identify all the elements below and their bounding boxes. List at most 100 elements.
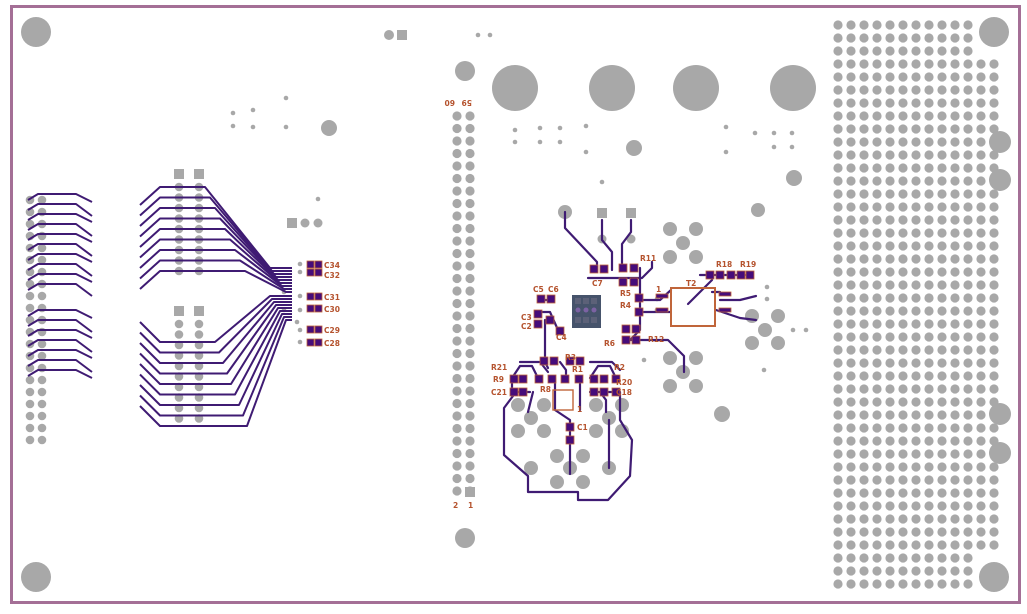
tht-pad xyxy=(550,475,564,489)
grid-pad xyxy=(950,566,960,576)
grid-pad xyxy=(833,46,843,56)
grid-pad xyxy=(859,371,869,381)
small-via xyxy=(583,123,589,129)
via xyxy=(455,61,475,81)
grid-pad xyxy=(989,163,999,173)
header-pad xyxy=(452,186,462,196)
fanout-trace xyxy=(27,263,93,277)
tht-pad xyxy=(745,336,759,350)
grid-pad xyxy=(937,176,947,186)
fanout-trace xyxy=(27,369,93,379)
grid-pad xyxy=(859,33,869,43)
grid-pad xyxy=(976,215,986,225)
trace xyxy=(502,390,634,502)
grid-pad xyxy=(976,527,986,537)
trace xyxy=(620,218,633,272)
grid-pad xyxy=(885,514,895,524)
grid-pad xyxy=(937,124,947,134)
grid-pad xyxy=(846,163,856,173)
grid-pad xyxy=(911,527,921,537)
grid-pad xyxy=(885,254,895,264)
via xyxy=(989,131,1011,153)
grid-pad xyxy=(833,137,843,147)
grid-pad xyxy=(950,163,960,173)
grid-pad xyxy=(989,202,999,212)
header-pad xyxy=(465,161,475,171)
grid-pad xyxy=(950,189,960,199)
smd-pad xyxy=(565,435,575,445)
small-via xyxy=(512,139,518,145)
grid-pad xyxy=(898,280,908,290)
small-via xyxy=(723,124,729,130)
grid-pad xyxy=(872,540,882,550)
tht-pad xyxy=(663,250,677,264)
fanout-trace xyxy=(27,309,93,319)
grid-pad xyxy=(833,501,843,511)
grid-pad xyxy=(937,475,947,485)
tht-pad xyxy=(615,398,629,412)
edge-pad xyxy=(25,435,35,445)
fanout-trace xyxy=(27,273,93,283)
qfn-pad xyxy=(591,317,597,323)
grid-pad xyxy=(898,514,908,524)
cap-label: C34 xyxy=(324,261,340,270)
smd-pad xyxy=(631,335,641,345)
fanout-trace xyxy=(139,298,292,354)
grid-pad xyxy=(911,475,921,485)
grid-pad xyxy=(898,163,908,173)
small-via xyxy=(599,179,605,185)
grid-pad xyxy=(937,319,947,329)
pin1-label: 1 xyxy=(656,285,661,294)
smd-pad xyxy=(509,387,519,397)
grid-pad xyxy=(976,410,986,420)
fanout-trace xyxy=(139,196,292,272)
grid-pad xyxy=(872,98,882,108)
grid-pad xyxy=(911,111,921,121)
grid-pad xyxy=(859,267,869,277)
grid-pad xyxy=(989,241,999,251)
grid-pad xyxy=(963,397,973,407)
qfn-pad xyxy=(575,317,581,323)
grid-pad xyxy=(950,150,960,160)
grid-pad xyxy=(885,150,895,160)
smd-pad xyxy=(306,292,315,301)
header-pad xyxy=(452,461,462,471)
small-via xyxy=(230,123,236,129)
small-via xyxy=(250,124,256,130)
trace xyxy=(588,364,618,380)
header-pin1-pad xyxy=(194,169,204,179)
cap-label: C29 xyxy=(324,326,340,335)
fanout-trace xyxy=(27,243,93,257)
grid-pad xyxy=(937,98,947,108)
fanout-trace xyxy=(27,253,93,263)
tht-pad xyxy=(663,379,677,393)
smd-pad xyxy=(655,293,669,299)
smd-pad xyxy=(314,260,323,269)
t2-outline xyxy=(670,287,716,327)
tht-pad xyxy=(663,222,677,236)
grid-pad xyxy=(989,306,999,316)
small-via xyxy=(297,327,303,333)
grid-pad xyxy=(846,215,856,225)
grid-pad xyxy=(924,397,934,407)
grid-pad xyxy=(950,514,960,524)
header-pin-label: 1 xyxy=(468,501,473,510)
grid-pad xyxy=(963,33,973,43)
smd-pad xyxy=(705,270,715,280)
grid-pad xyxy=(833,241,843,251)
grid-pad xyxy=(833,20,843,30)
grid-pad xyxy=(833,449,843,459)
grid-pad xyxy=(950,202,960,212)
trace xyxy=(628,338,686,374)
trace xyxy=(586,260,654,280)
grid-pad xyxy=(989,501,999,511)
grid-pad xyxy=(976,163,986,173)
grid-pad xyxy=(859,176,869,186)
grid-pad xyxy=(963,228,973,238)
grid-pad xyxy=(885,163,895,173)
grid-pad xyxy=(833,124,843,134)
grid-pad xyxy=(846,137,856,147)
smd-pad xyxy=(545,315,555,325)
grid-pad xyxy=(898,72,908,82)
grid-pad xyxy=(963,306,973,316)
